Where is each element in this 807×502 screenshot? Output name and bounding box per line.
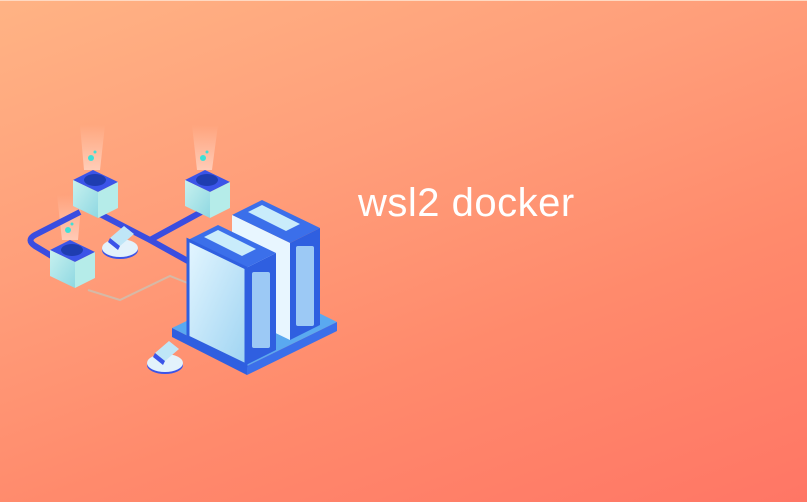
- server-tower-front: [186, 225, 276, 368]
- satellite-pad-1: [102, 226, 138, 259]
- top-border: [0, 0, 807, 1]
- server-network-icon: [27, 125, 337, 375]
- node-cube-1: [73, 150, 118, 218]
- node-cube-3: [50, 222, 95, 288]
- node-cube-2: [185, 150, 230, 218]
- page-title: wsl2 docker: [358, 181, 575, 225]
- satellite-pad-2: [147, 341, 183, 374]
